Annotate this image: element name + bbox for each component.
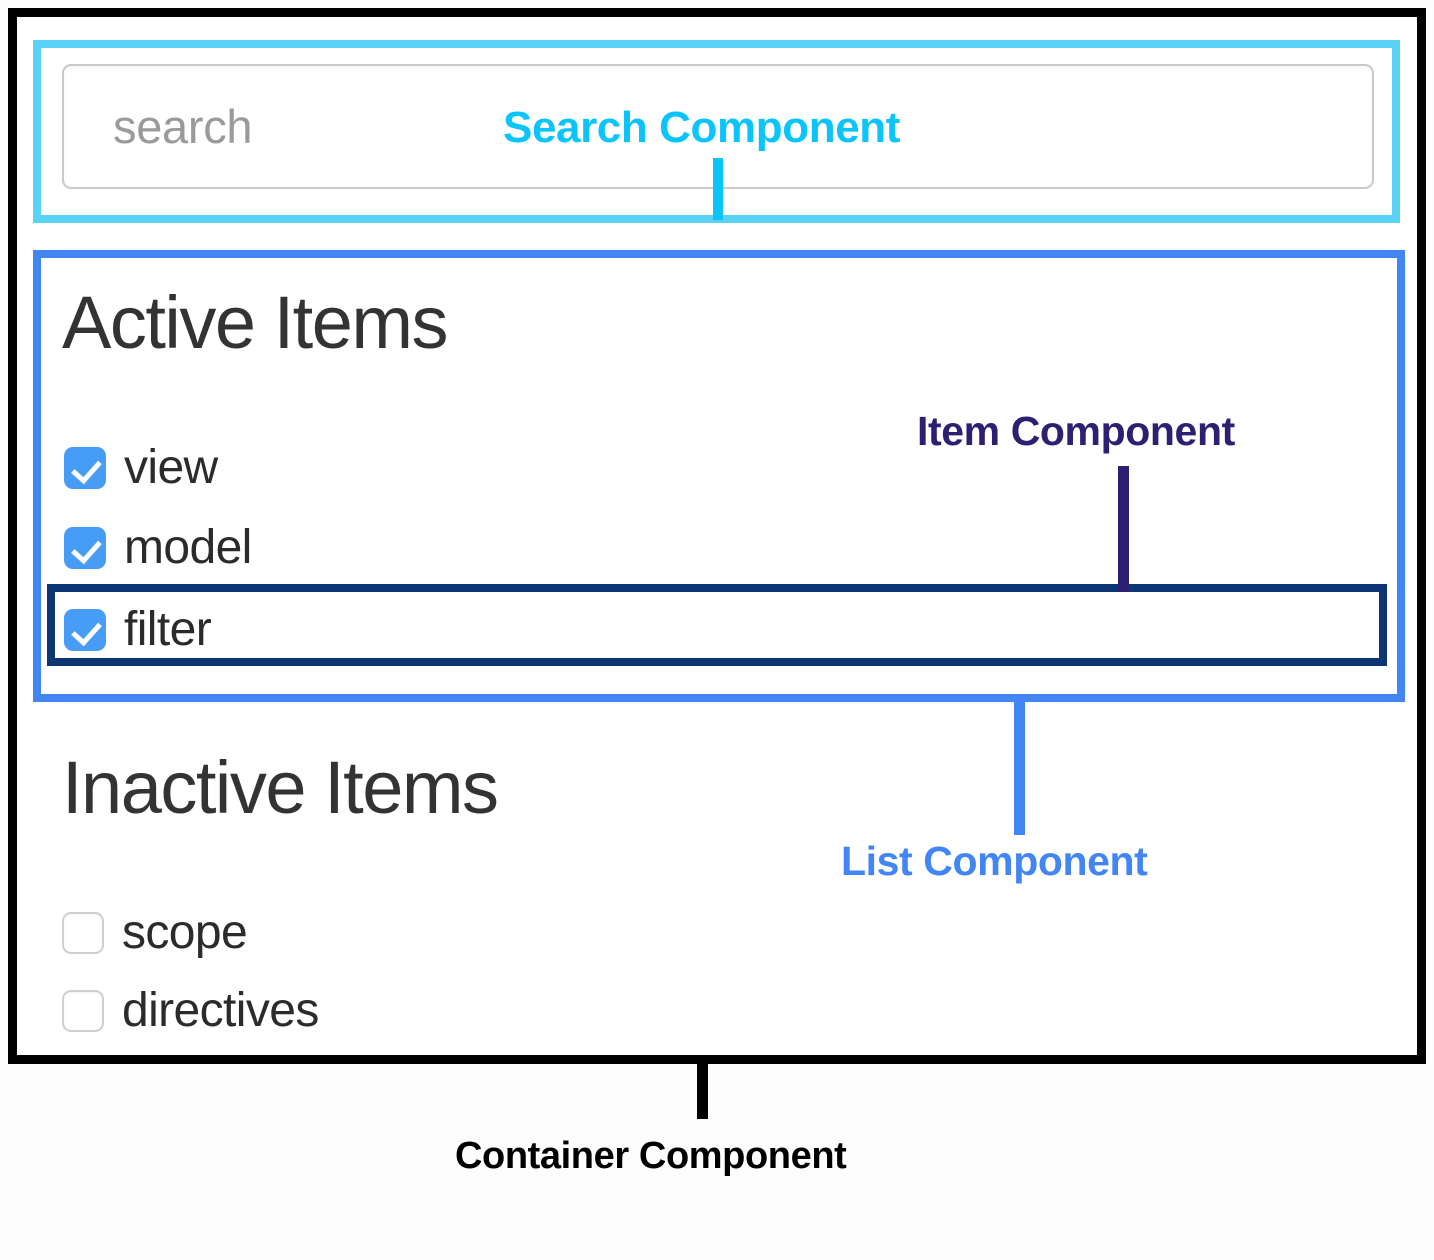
checkbox-checked-icon[interactable] [64,527,106,569]
list-item-scope[interactable]: scope [62,905,248,961]
list-item-label: directives [122,984,319,1037]
item-component-connector-line [1118,466,1129,592]
list-item-directives[interactable]: directives [62,983,319,1039]
list-component-box [33,250,1405,702]
list-component-connector-line [1014,700,1025,835]
checkbox-unchecked-icon[interactable] [62,912,104,954]
list-item-label: scope [122,906,248,959]
checkbox-unchecked-icon[interactable] [62,990,104,1032]
search-component-connector-line [713,158,723,220]
list-item-label: view [124,441,218,494]
active-items-heading: Active Items [62,281,449,364]
list-item-view[interactable]: view [64,440,218,496]
checkbox-checked-icon[interactable] [64,447,106,489]
list-item-label: model [124,521,252,574]
list-component-annotation-label: List Component [841,838,1148,884]
checkbox-checked-icon[interactable] [64,609,106,651]
list-item-filter[interactable]: filter [64,602,212,658]
search-component-annotation-label: Search Component [503,103,900,152]
item-component-box [47,584,1387,666]
list-item-model[interactable]: model [64,520,252,576]
container-component-connector-line [697,1057,708,1119]
list-item-label: filter [124,603,212,656]
item-component-annotation-label: Item Component [917,408,1235,454]
inactive-items-heading: Inactive Items [62,746,499,829]
container-component-annotation-label: Container Component [455,1135,847,1177]
